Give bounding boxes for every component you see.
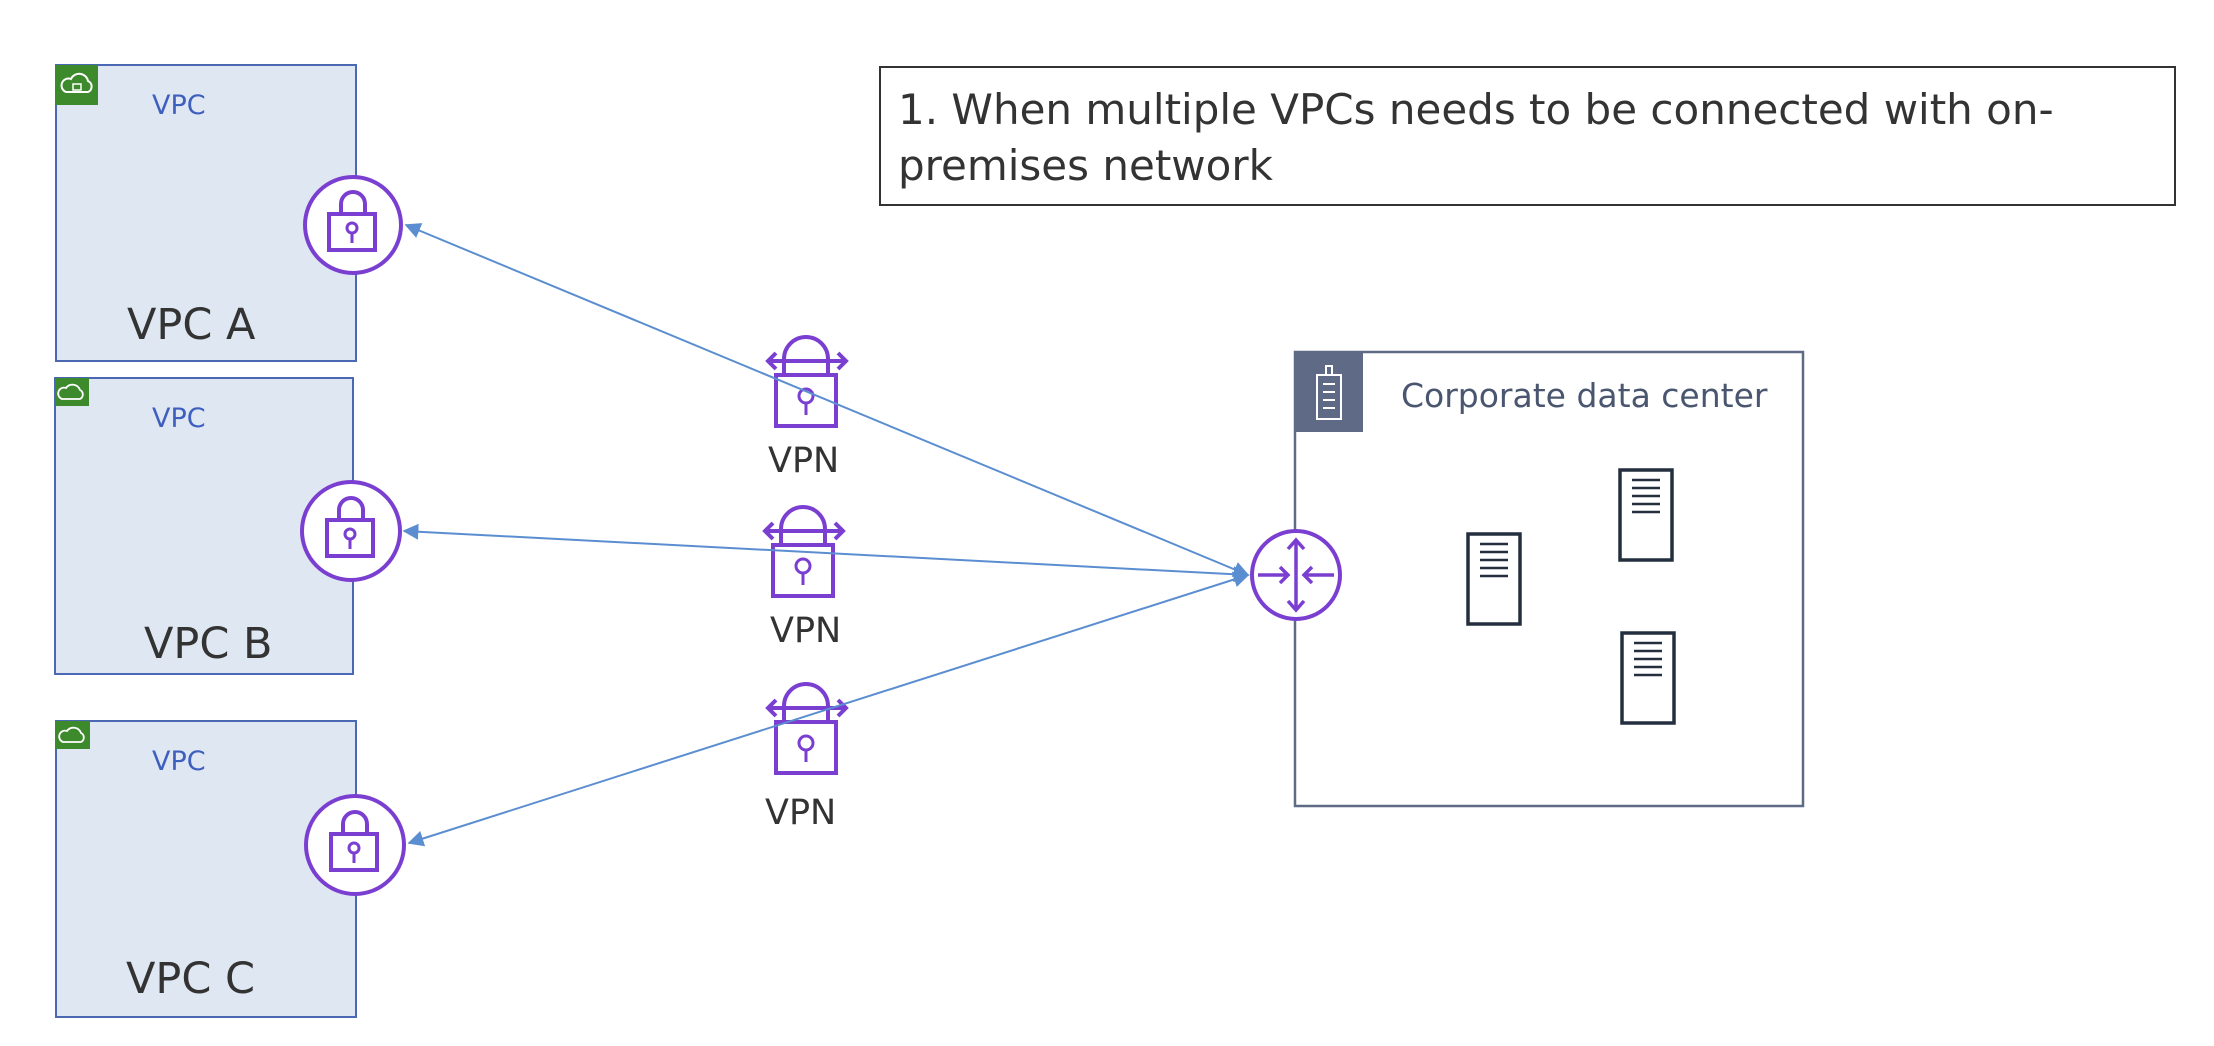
router-icon xyxy=(1250,529,1342,621)
building-icon xyxy=(1295,352,1363,432)
server-icon xyxy=(1466,532,1522,626)
padlock-circle-icon xyxy=(300,480,402,582)
cloud-lock-icon xyxy=(56,721,90,749)
padlock-circle-icon xyxy=(304,794,406,896)
server-icon xyxy=(1618,468,1674,562)
vpc-c-group: VPC VPC C xyxy=(55,720,406,1018)
connectors xyxy=(402,223,1250,847)
vpn-2-label: VPN xyxy=(770,611,841,651)
corporate-data-center: Corporate data center xyxy=(1293,350,1805,808)
connector-vpc-c xyxy=(407,571,1250,847)
padlock-circle-icon xyxy=(303,175,403,275)
server-icon xyxy=(1620,631,1676,725)
vpc-a-tag: VPC xyxy=(152,90,206,121)
vpn-1: VPN xyxy=(765,335,849,481)
vpc-c-tag: VPC xyxy=(152,746,206,777)
vpc-b-name: VPC B xyxy=(144,619,273,669)
vpn-3-label: VPN xyxy=(765,793,836,833)
note-line-1: 1. When multiple VPCs needs to be connec… xyxy=(898,85,2054,134)
vpc-a-group: VPC VPC A xyxy=(55,64,403,362)
data-center-box xyxy=(1293,350,1805,808)
vpc-b-tag: VPC xyxy=(152,403,206,434)
note-box: 1. When multiple VPCs needs to be connec… xyxy=(879,66,2176,206)
vpc-c-name: VPC C xyxy=(126,954,255,1004)
vpc-a-name: VPC A xyxy=(127,300,256,350)
vpc-b-group: VPC VPC B xyxy=(54,377,402,675)
vpn-lock-icon xyxy=(765,682,849,775)
cloud-lock-icon xyxy=(55,378,89,406)
vpn-1-label: VPN xyxy=(768,441,839,481)
vpn-lock-icon xyxy=(765,335,849,428)
connector-vpc-b xyxy=(402,523,1250,583)
vpc-c-box xyxy=(55,720,357,1018)
data-center-title: Corporate data center xyxy=(1401,376,1768,415)
cloud-lock-icon xyxy=(56,65,98,105)
vpn-2: VPN xyxy=(762,505,846,651)
connector-vpc-a xyxy=(404,223,1250,577)
note-line-2: premises network xyxy=(898,141,1274,190)
